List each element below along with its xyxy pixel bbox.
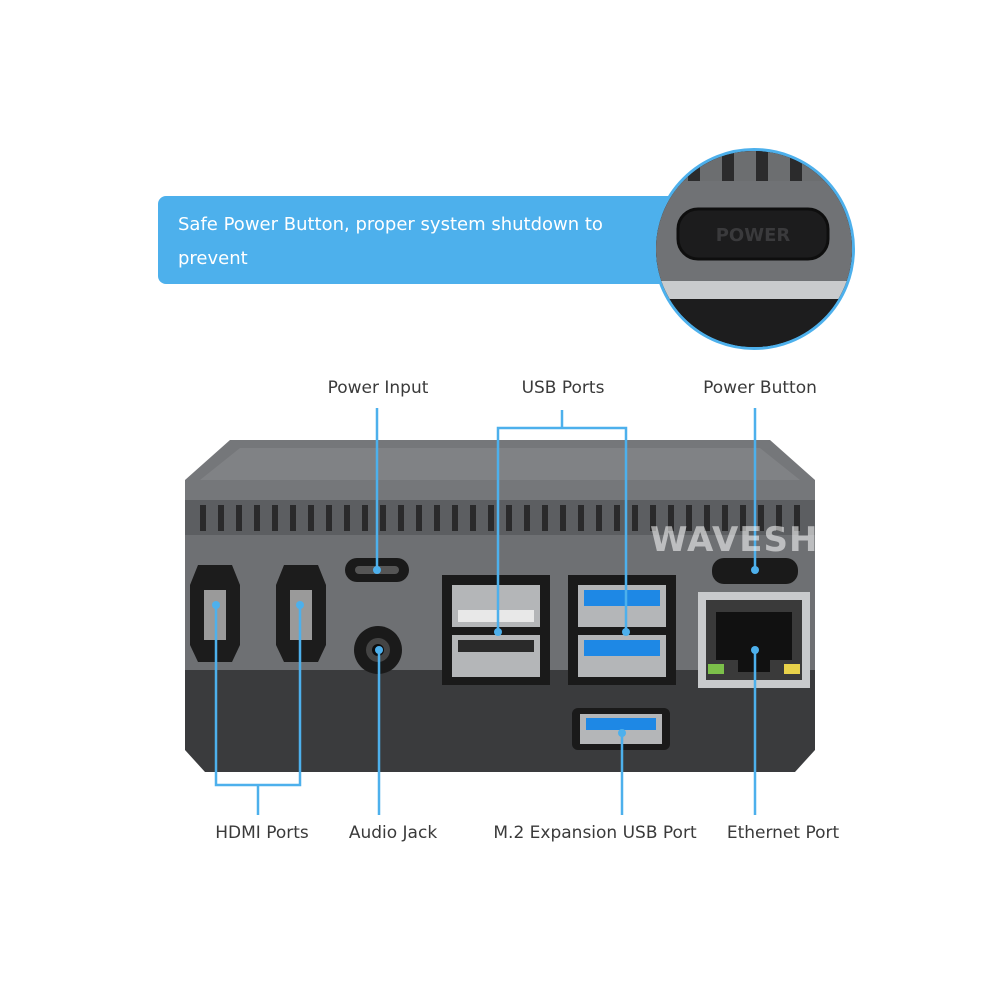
zoom-button-label: POWER <box>716 225 791 246</box>
label-ethernet: Ethernet Port <box>726 823 840 843</box>
usb3-ports <box>568 575 676 685</box>
label-usb-ports: USB Ports <box>521 378 605 398</box>
label-hdmi-ports: HDMI Ports <box>215 823 309 843</box>
callout-line-2: file damage, also supports customized fu… <box>178 282 615 303</box>
label-power-button: Power Button <box>703 378 817 398</box>
callout-text: Safe Power Button, proper system shutdow… <box>178 208 658 310</box>
callout-banner <box>158 196 718 284</box>
label-audio-jack: Audio Jack <box>348 823 438 843</box>
label-power-input: Power Input <box>327 378 429 398</box>
watermark: WAVESHARE <box>650 520 898 560</box>
callout-line-1: Safe Power Button, proper system shutdow… <box>178 214 603 269</box>
label-m2-usb: M.2 Expansion USB Port <box>493 823 697 843</box>
